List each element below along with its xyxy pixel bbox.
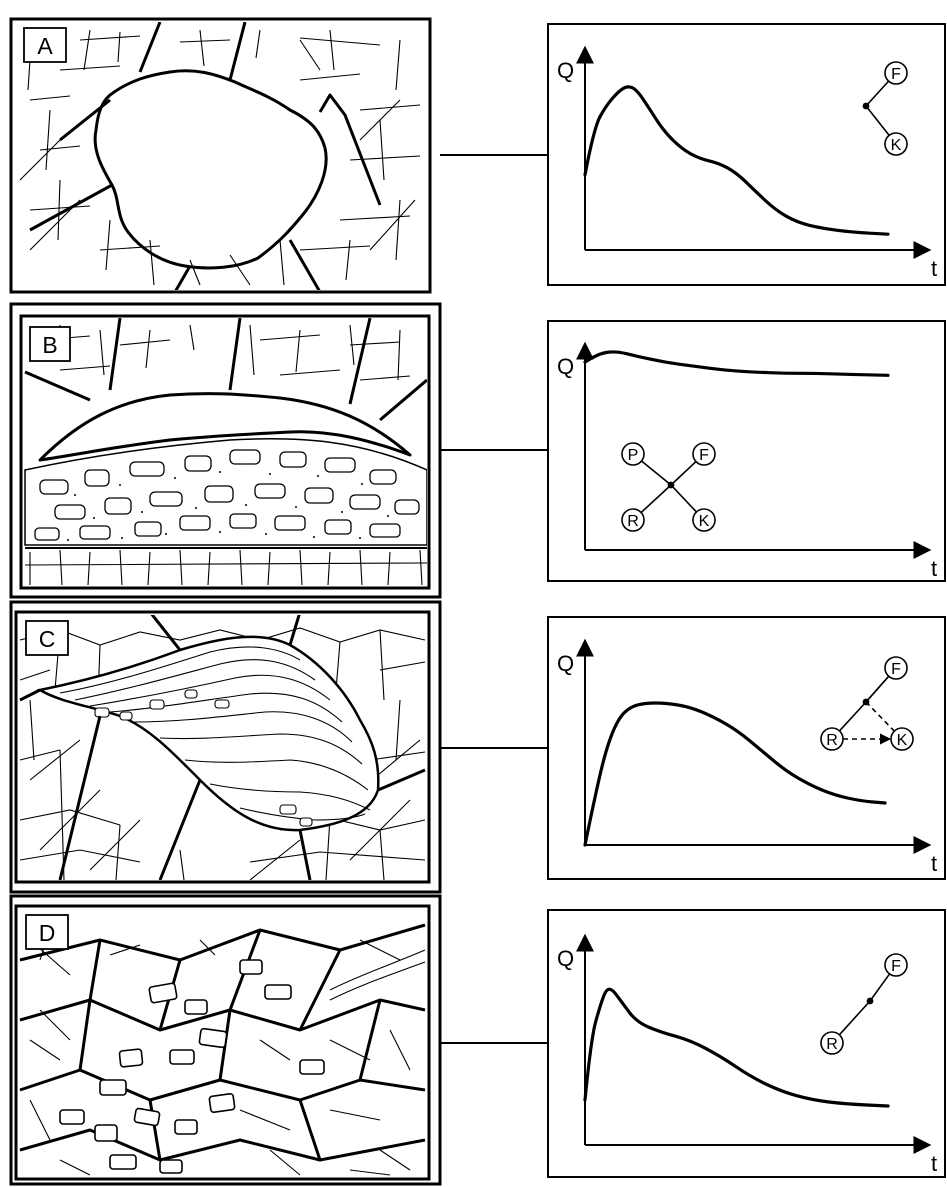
graph-b-edge-p-k	[671, 485, 696, 512]
graph-c-node-f-label: F	[891, 661, 901, 678]
graph-b-edge-f-r	[641, 485, 671, 513]
graph-d-frame	[548, 910, 945, 1177]
graph-b-node-k-label: K	[699, 513, 710, 530]
graph-d-edge-f-r	[870, 974, 890, 1001]
graph-c-node-k-label: K	[897, 732, 908, 749]
panel-b: B	[11, 304, 440, 597]
graph-c-junction-dot	[863, 699, 870, 706]
graph-b-y-label: Q	[557, 354, 574, 379]
graph-c: Qt F R K	[557, 651, 937, 876]
panel-d: D	[11, 896, 440, 1184]
graph-b-edge-f-r	[671, 462, 696, 485]
graph-b-junction-dot	[668, 482, 675, 489]
graph-a-x-label: t	[931, 256, 937, 281]
graph-c-node-r-label: R	[826, 732, 838, 749]
graph-b-node-f-label: F	[699, 447, 709, 464]
graph-d-node-r-label: R	[826, 1036, 838, 1053]
panel-a-label: A	[37, 33, 53, 59]
graph-c-edge-f-k	[866, 702, 894, 731]
panel-d-label: D	[39, 920, 56, 946]
graph-a-node-f-label: F	[891, 66, 901, 83]
graph-b-node-p-label: P	[628, 447, 639, 464]
graph-a: Qt F K	[557, 58, 937, 281]
graph-a-y-label: Q	[557, 58, 574, 83]
graph-c-discharge-curve	[585, 703, 885, 845]
graph-c-edge-f-k	[866, 676, 889, 702]
graph-c-y-label: Q	[557, 651, 574, 676]
graph-d-junction-dot	[867, 998, 874, 1005]
graph-a-frame	[548, 24, 945, 285]
graph-d-edge-f-r	[839, 1001, 870, 1035]
panel-c-label: C	[39, 626, 56, 652]
panel-a-frame	[11, 19, 430, 292]
connectors	[440, 155, 548, 1043]
graph-b-x-label: t	[931, 556, 937, 581]
graph-a-edge-f-k	[866, 81, 889, 106]
graph-d-node-f-label: F	[891, 958, 901, 975]
graph-d: Qt F R	[557, 946, 937, 1176]
graph-b-discharge-curve	[585, 352, 888, 375]
graph-a-junction-dot	[863, 103, 870, 110]
graph-b-frame	[548, 321, 945, 581]
graph-b: Qt P F R K	[557, 352, 937, 581]
graph-b-node-r-label: R	[627, 513, 639, 530]
graph-c-edge-f-r	[839, 702, 866, 731]
hydrograph-panels: QtFKQtPFRKQtFRKQtFR	[548, 24, 945, 1177]
panel-c: C	[11, 602, 440, 892]
graph-b-edge-p-k	[642, 461, 671, 485]
graph-a-discharge-curve	[585, 87, 888, 234]
graph-a-edge-f-k	[866, 106, 889, 135]
graph-d-y-label: Q	[557, 946, 574, 971]
graph-c-x-label: t	[931, 851, 937, 876]
panel-b-label: B	[42, 332, 57, 358]
graph-a-node-k-label: K	[891, 137, 902, 154]
panel-a: A	[11, 19, 430, 292]
graph-d-x-label: t	[931, 1151, 937, 1176]
